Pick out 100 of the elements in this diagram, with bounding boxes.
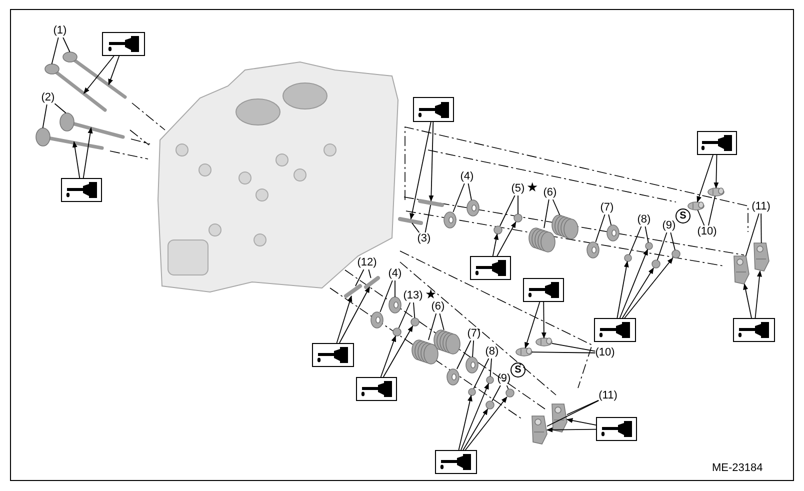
leader-arrow	[72, 141, 80, 178]
leader-line	[398, 302, 411, 328]
seal-drawing	[410, 318, 420, 326]
leader-line	[490, 358, 492, 377]
valve-drawing	[60, 112, 125, 139]
rocker-arm-drawing	[532, 416, 548, 444]
leader-arrow	[83, 56, 114, 94]
leader-line	[394, 280, 396, 298]
rocker-arm-drawing	[734, 256, 750, 284]
shim-drawing	[652, 260, 660, 268]
leader-line	[697, 210, 705, 226]
leader-line	[608, 214, 612, 226]
washer-drawing	[446, 368, 460, 386]
leader-arrow	[524, 302, 540, 349]
leader-line	[500, 195, 516, 226]
callout-number: (2)	[41, 92, 55, 104]
shim-drawing	[486, 400, 494, 410]
shim-drawing	[672, 250, 680, 258]
leader-arrow	[339, 286, 370, 344]
leader-line	[468, 183, 472, 200]
callout-number: (8)	[485, 346, 499, 358]
guide-drawing	[418, 199, 444, 207]
leader-line	[368, 269, 372, 278]
leader-arrow	[622, 267, 654, 318]
oil-can-sign	[470, 256, 511, 280]
leader-arrow	[108, 56, 120, 86]
guide-drawing	[344, 284, 362, 298]
leader-arrow	[380, 335, 396, 378]
leader-line	[546, 400, 600, 427]
oil-can-sign	[356, 377, 397, 401]
washer-drawing	[466, 200, 480, 216]
leader-line	[452, 183, 465, 212]
oil-can-sign	[61, 178, 102, 202]
valve-drawing	[62, 52, 127, 99]
leader-line	[380, 280, 393, 312]
leader-line	[506, 385, 509, 390]
leader-line	[492, 385, 501, 402]
callout-number: (9)	[497, 372, 511, 386]
leader-line	[629, 226, 642, 255]
seal-drawing	[514, 214, 522, 222]
callout-number: (1)	[53, 24, 67, 38]
shim-drawing	[506, 388, 514, 398]
leader-arrow	[496, 221, 516, 256]
leader-line	[456, 340, 472, 370]
leader-arrow	[464, 396, 508, 450]
oil-can-sign	[102, 32, 145, 56]
keeper-drawing	[645, 242, 653, 250]
leader-line	[439, 313, 444, 330]
leader-line	[552, 199, 560, 216]
leader-line	[566, 400, 600, 416]
guide-drawing	[398, 217, 423, 225]
leader-line	[51, 37, 59, 64]
callout-number: (10)	[595, 346, 615, 360]
spring-drawing	[434, 330, 460, 354]
plug-drawing	[688, 202, 704, 210]
callout-number: (12)	[357, 256, 377, 270]
leader-arrow	[619, 248, 648, 318]
leader-arrow	[492, 233, 499, 256]
seal-drawing	[392, 328, 402, 336]
leader-arrow	[462, 408, 488, 450]
washer-drawing	[444, 212, 456, 228]
washer-drawing	[466, 356, 478, 374]
leader-line	[760, 213, 762, 244]
leader-line	[62, 37, 70, 52]
callout-number: (8)	[637, 214, 651, 226]
oil-can-sign	[596, 417, 637, 441]
callout-number: (4)	[460, 170, 474, 184]
leader-arrow	[566, 418, 596, 426]
callout-number: (7)	[467, 328, 481, 340]
leader-line	[413, 302, 416, 318]
leader-line	[656, 232, 668, 260]
leader-line	[595, 214, 606, 242]
leader-line	[424, 204, 432, 233]
leader-line	[745, 213, 760, 256]
leader-line	[54, 103, 66, 114]
leader-line	[670, 232, 676, 250]
figure-number: ME-23184	[712, 462, 763, 474]
leader-line	[42, 104, 48, 128]
callout-number: (6)	[543, 186, 557, 200]
plug-drawing	[516, 348, 532, 356]
leader-arrow	[546, 427, 596, 432]
rocker-arm-drawing	[552, 404, 568, 432]
circled-symbol: S	[676, 208, 690, 224]
washer-drawing	[370, 312, 384, 328]
leader-arrow	[696, 154, 714, 203]
rocker-arm-drawing	[754, 242, 770, 272]
oil-can-sign	[523, 278, 564, 302]
circled-symbol: S	[510, 362, 526, 378]
washer-drawing	[388, 296, 402, 314]
leader-arrow	[541, 302, 546, 339]
seal-drawing	[494, 226, 502, 234]
spring-drawing	[412, 340, 438, 364]
callout-number: (4)	[388, 268, 402, 280]
callout-number: (7)	[600, 202, 614, 214]
leader-arrow	[336, 295, 352, 344]
leader-line	[428, 313, 437, 340]
leader-line	[412, 222, 420, 233]
leader-arrow	[82, 127, 93, 178]
keeper-drawing	[624, 254, 632, 262]
leader-arrow	[754, 270, 762, 318]
